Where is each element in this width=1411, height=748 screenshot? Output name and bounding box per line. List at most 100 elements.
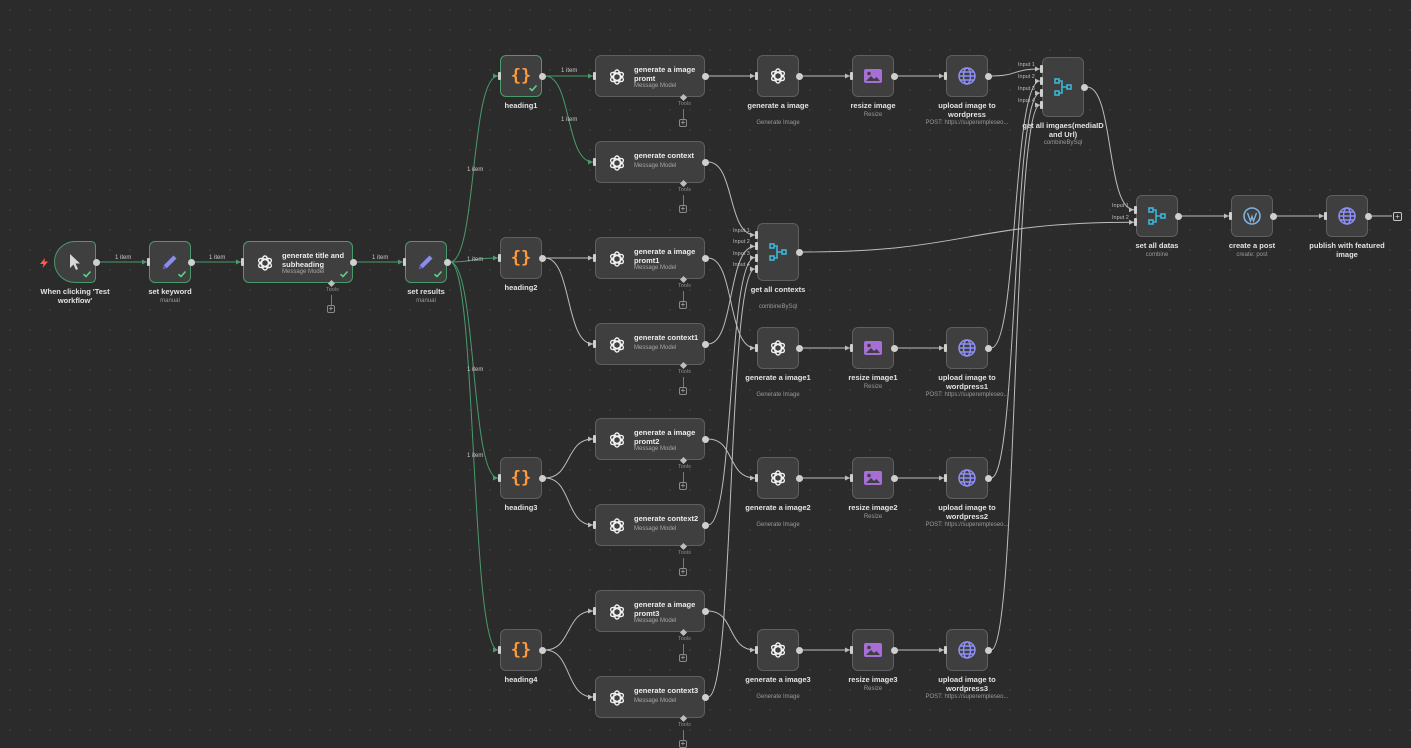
- input-port[interactable]: [850, 646, 853, 654]
- output-port[interactable]: [701, 521, 709, 529]
- input-port[interactable]: [944, 646, 947, 654]
- output-port[interactable]: [701, 340, 709, 348]
- add-tool-plus-icon[interactable]: +: [679, 567, 687, 576]
- connection-gip2-gi2[interactable]: [707, 438, 756, 479]
- connection-heading3-gip2[interactable]: [544, 438, 594, 479]
- output-port[interactable]: [1269, 212, 1277, 220]
- input-port[interactable]: [1229, 212, 1232, 220]
- output-port[interactable]: [984, 646, 992, 654]
- output-port[interactable]: [349, 258, 357, 266]
- connection-up1-get_images[interactable]: [990, 80, 1041, 349]
- node-ri2[interactable]: [852, 457, 894, 499]
- node-create-post[interactable]: [1231, 195, 1273, 237]
- input-port[interactable]: [755, 72, 758, 80]
- input-port[interactable]: [498, 254, 501, 262]
- input-port[interactable]: [241, 258, 244, 266]
- output-port[interactable]: [443, 258, 451, 266]
- node-publish[interactable]: [1326, 195, 1368, 237]
- connection-heading4-gip3[interactable]: [544, 610, 594, 651]
- connection-gc-get_contexts[interactable]: [707, 161, 756, 236]
- input-port[interactable]: [1040, 101, 1043, 109]
- output-port[interactable]: [795, 646, 803, 654]
- node-up[interactable]: [946, 55, 988, 97]
- output-port[interactable]: [701, 435, 709, 443]
- output-port[interactable]: [795, 248, 803, 256]
- node-get-contexts[interactable]: [757, 223, 799, 281]
- connection-up-get_images[interactable]: [990, 68, 1041, 77]
- output-port[interactable]: [701, 254, 709, 262]
- output-port[interactable]: [538, 72, 546, 80]
- node-up3[interactable]: [946, 629, 988, 671]
- add-tool-plus-icon[interactable]: +: [679, 386, 687, 395]
- node-set-all[interactable]: [1136, 195, 1178, 237]
- output-port[interactable]: [538, 646, 546, 654]
- add-tool-plus-icon[interactable]: +: [679, 204, 687, 213]
- add-tool-plus-icon[interactable]: +: [327, 304, 335, 313]
- output-port[interactable]: [92, 258, 100, 266]
- node-trigger[interactable]: [54, 241, 96, 283]
- input-port[interactable]: [498, 474, 501, 482]
- connection-gc3-get_contexts[interactable]: [707, 268, 756, 698]
- connection-get_contexts-set_all[interactable]: [801, 221, 1135, 253]
- input-port[interactable]: [755, 231, 758, 239]
- input-port[interactable]: [850, 474, 853, 482]
- output-port[interactable]: [701, 158, 709, 166]
- input-port[interactable]: [593, 72, 596, 80]
- connection-up3-get_images[interactable]: [990, 104, 1041, 651]
- output-port[interactable]: [984, 344, 992, 352]
- input-port[interactable]: [1134, 205, 1137, 214]
- node-heading2[interactable]: {}: [500, 237, 542, 279]
- input-port[interactable]: [755, 242, 758, 251]
- connection-gip1-gi1[interactable]: [707, 257, 756, 349]
- node-heading1[interactable]: {}: [500, 55, 542, 97]
- connection-get_images-set_all[interactable]: [1086, 86, 1135, 211]
- input-port[interactable]: [755, 253, 758, 262]
- connection-heading1-gc[interactable]: [544, 75, 594, 163]
- input-port[interactable]: [1324, 212, 1327, 220]
- input-port[interactable]: [944, 72, 947, 80]
- connection-gc2-get_contexts[interactable]: [707, 257, 756, 526]
- output-port[interactable]: [1364, 212, 1372, 220]
- input-port[interactable]: [944, 344, 947, 352]
- output-port[interactable]: [890, 474, 898, 482]
- add-tool-plus-icon[interactable]: +: [679, 481, 687, 490]
- input-port[interactable]: [1040, 89, 1043, 97]
- input-port[interactable]: [1134, 218, 1137, 227]
- input-port[interactable]: [593, 254, 596, 262]
- output-port[interactable]: [890, 344, 898, 352]
- add-tool-plus-icon[interactable]: +: [679, 739, 687, 748]
- node-heading4[interactable]: {}: [500, 629, 542, 671]
- output-port[interactable]: [890, 72, 898, 80]
- node-gi3[interactable]: [757, 629, 799, 671]
- input-port[interactable]: [147, 258, 150, 266]
- input-port[interactable]: [850, 344, 853, 352]
- input-port[interactable]: [593, 340, 596, 348]
- input-port[interactable]: [850, 72, 853, 80]
- add-tool-plus-icon[interactable]: +: [679, 300, 687, 309]
- input-port[interactable]: [498, 646, 501, 654]
- output-port[interactable]: [701, 607, 709, 615]
- output-port[interactable]: [538, 254, 546, 262]
- input-port[interactable]: [593, 607, 596, 615]
- add-node-plus-icon[interactable]: +: [1393, 212, 1402, 221]
- input-port[interactable]: [944, 474, 947, 482]
- input-port[interactable]: [755, 474, 758, 482]
- input-port[interactable]: [593, 521, 596, 529]
- input-port[interactable]: [755, 646, 758, 654]
- input-port[interactable]: [403, 258, 406, 266]
- connection-gip3-gi3[interactable]: [707, 610, 756, 651]
- input-port[interactable]: [1040, 65, 1043, 73]
- output-port[interactable]: [701, 693, 709, 701]
- connection-heading2-gc1[interactable]: [544, 257, 594, 345]
- connection-set_results-heading3[interactable]: [449, 261, 499, 479]
- node-heading3[interactable]: {}: [500, 457, 542, 499]
- input-port[interactable]: [755, 265, 758, 273]
- node-set-keyword[interactable]: [149, 241, 191, 283]
- connection-set_results-heading4[interactable]: [449, 261, 499, 651]
